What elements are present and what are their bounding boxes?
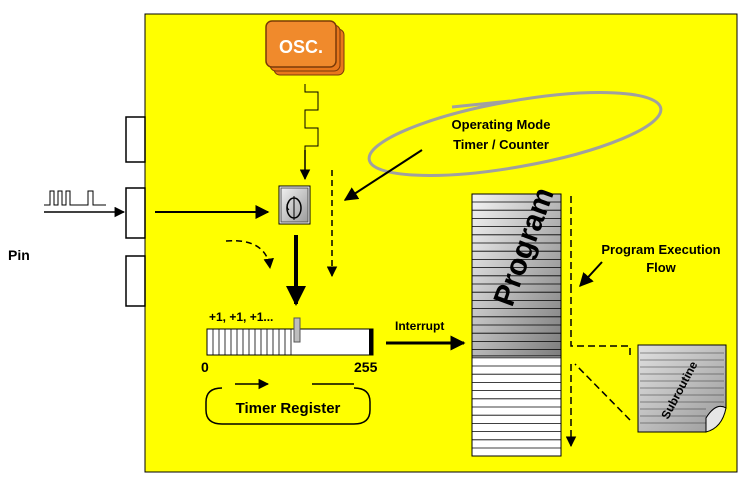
operating-mode-line1: Operating Mode <box>452 117 551 132</box>
subroutine-page: Subroutine <box>637 344 727 433</box>
register-ticks <box>212 329 292 355</box>
register-min-label: 0 <box>201 359 209 375</box>
timer-register-label: Timer Register <box>236 400 341 417</box>
operating-mode-callout: Operating Mode Timer / Counter <box>367 91 663 177</box>
exec-flow-line1: Program Execution <box>601 242 720 257</box>
exec-flow-line2: Flow <box>646 260 676 275</box>
pin-pulse-waveform <box>44 190 106 206</box>
oscillator-block: OSC. <box>265 20 345 76</box>
increment-label: +1, +1, +1... <box>209 310 273 324</box>
mode-to-switch-arrow <box>343 149 423 201</box>
exec-flow-label-arrow <box>579 261 603 288</box>
pin-connector-top <box>125 116 146 163</box>
mode-switch <box>278 185 311 225</box>
exec-flow-to-subroutine <box>570 286 631 355</box>
pin-connector-bottom <box>125 255 146 307</box>
exec-flow-return <box>574 363 631 421</box>
operating-mode-line2: Timer / Counter <box>453 137 549 152</box>
dashed-curve-arrow <box>225 239 274 270</box>
timer-register-bar <box>206 317 374 356</box>
subroutine-lines <box>640 352 724 424</box>
osc-label: OSC. <box>279 37 323 57</box>
timer-register-box: Timer Register <box>205 378 371 425</box>
clock-waveform <box>304 84 319 150</box>
pin-connector-middle <box>125 187 146 239</box>
pin-label: Pin <box>8 247 30 263</box>
program-memory-lines <box>472 201 561 449</box>
register-max-label: 255 <box>354 359 378 375</box>
program-memory: Program <box>471 183 562 457</box>
interrupt-label: Interrupt <box>395 319 444 333</box>
